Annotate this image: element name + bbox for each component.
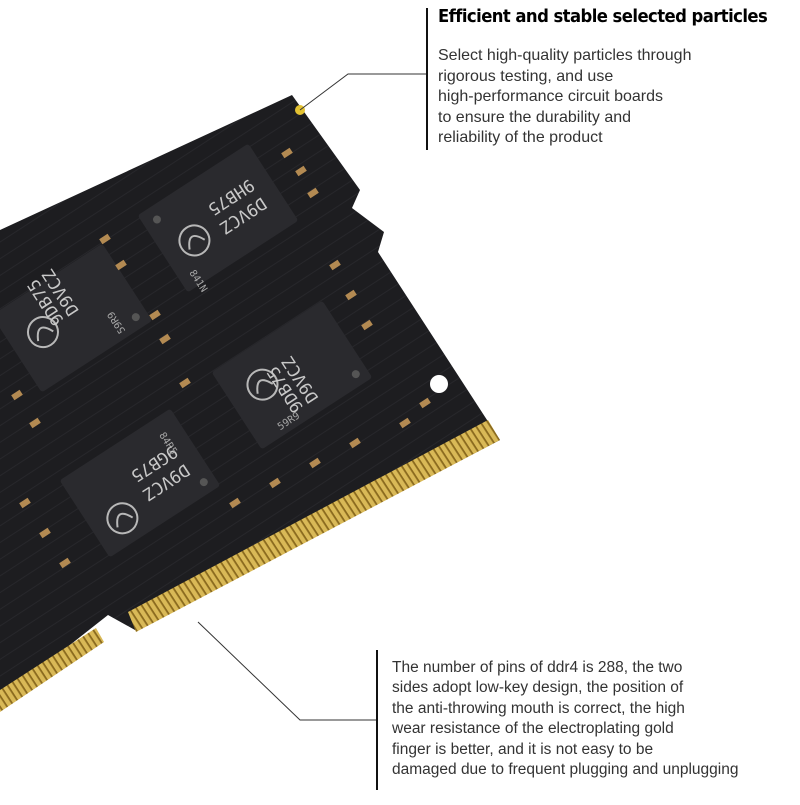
text-line: rigorous testing, and use bbox=[438, 67, 614, 85]
callout-bottom: The number of pins of ddr4 is 288, the t… bbox=[376, 650, 796, 790]
chip-logo-icon bbox=[178, 224, 211, 257]
callout-leader-bottom bbox=[197, 621, 376, 721]
text-line: to ensure the durability and bbox=[438, 108, 632, 126]
text-line: sides adopt low-key design, the position… bbox=[392, 679, 684, 697]
mounting-hole bbox=[430, 375, 448, 393]
callout-heading: Efficient and stable selected particles bbox=[438, 7, 768, 27]
text-line: wear resistance of the electroplating go… bbox=[392, 720, 674, 738]
text-line: The number of pins of ddr4 is 288, the t… bbox=[392, 659, 683, 676]
chip-logo-icon bbox=[26, 316, 59, 349]
callout-top: Efficient and stable selected particles … bbox=[426, 4, 796, 150]
memory-chip: 9DB75 D9VCZ 59R9 bbox=[0, 244, 152, 392]
text-line: high-performance circuit boards bbox=[438, 88, 663, 105]
callout-top-text: Select high-quality particles through ri… bbox=[438, 46, 691, 149]
callout-bottom-bar bbox=[376, 650, 378, 790]
callout-leader-top bbox=[299, 73, 426, 111]
memory-chip: 9HB75 D9VCZ 841N bbox=[138, 144, 298, 294]
callout-bottom-text: The number of pins of ddr4 is 288, the t… bbox=[392, 658, 738, 780]
text-line: damaged due to frequent plugging and unp… bbox=[392, 761, 739, 779]
text-line: Select high-quality particles through bbox=[438, 47, 692, 64]
chip-logo-icon bbox=[246, 368, 279, 401]
text-line: the anti-throwing mouth is correct, the … bbox=[392, 699, 685, 717]
callout-top-bar bbox=[426, 8, 428, 150]
gold-contacts-left bbox=[0, 628, 104, 712]
chip-logo-icon bbox=[106, 502, 139, 535]
text-line: finger is better, and it is not easy to … bbox=[392, 740, 654, 758]
memory-chip: 9GB75 D9VCZ 84R5 bbox=[60, 409, 220, 557]
memory-chip: 9DB75 D9VCZ 59R9 bbox=[212, 301, 372, 449]
text-line: reliability of the product bbox=[438, 129, 603, 146]
smd-components bbox=[11, 147, 431, 569]
gold-contacts bbox=[128, 420, 500, 632]
